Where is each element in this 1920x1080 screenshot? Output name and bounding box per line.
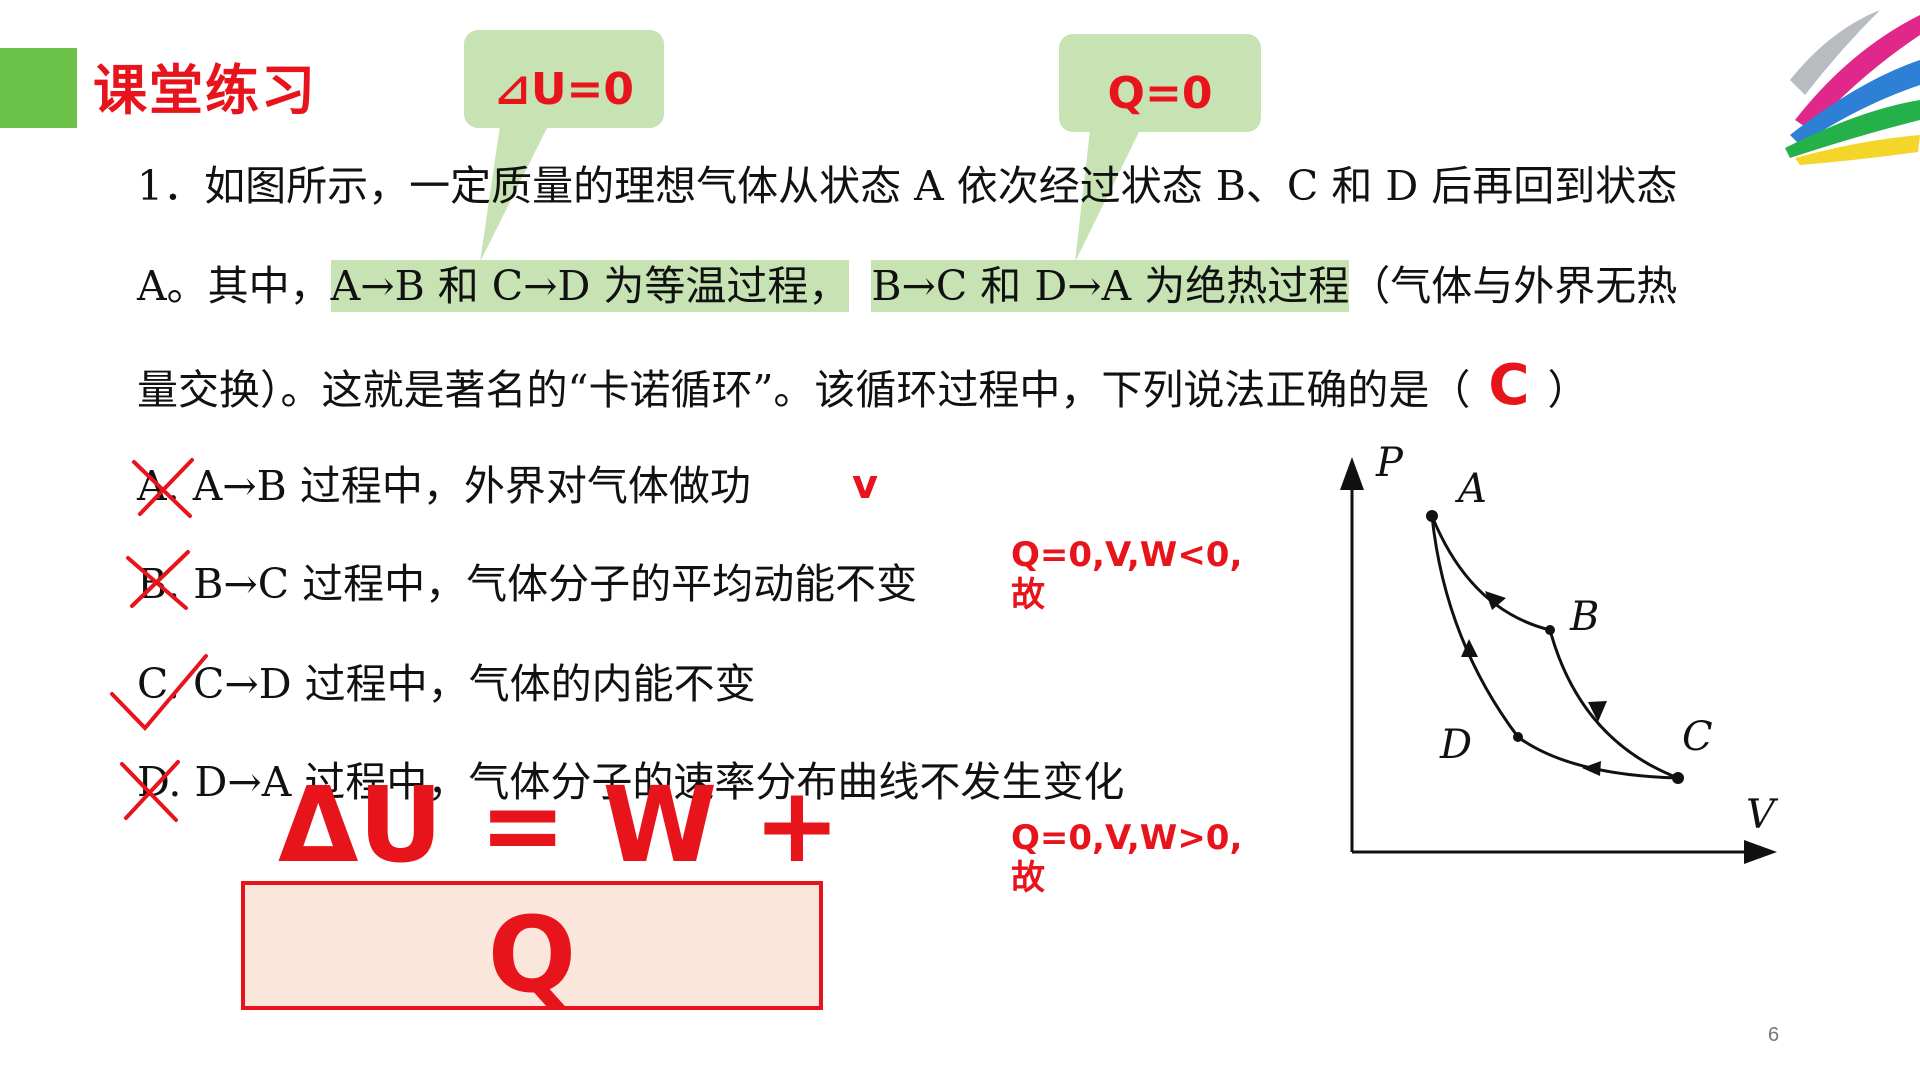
page-number: 6 [1768,1024,1780,1046]
label-c: C [1682,714,1713,760]
v-mark: v [852,462,879,508]
callout-right-tail [1075,130,1140,262]
note-bc-line-1: Q=0,V,W<0, [1011,535,1243,575]
point-b [1545,625,1555,635]
question-text-2-suffix: （气体与外界无热 [1349,262,1678,310]
arrow-bc [1588,701,1607,722]
p-axis-label: P [1375,440,1404,486]
pv-diagram: P V A B C D [1340,440,1779,864]
callout-left-tail [480,126,548,262]
question-text-3: 量交换）。这就是著名的“卡诺循环”。该循环过程中，下列说法正确的是（ [137,366,1471,414]
arrow-ab [1485,591,1506,610]
question-text-2-prefix: A。其中， [137,262,331,310]
cross-mark-d [120,760,180,822]
arrow-cd [1582,761,1601,776]
option-b: B. B→C 过程中，气体分子的平均动能不变 [137,554,917,614]
v-axis-label: V [1746,792,1779,838]
note-da-line-2: 故 [1011,858,1045,898]
option-d-text: D→A 过程中，气体分子的速率分布曲线不发生变化 [194,758,1125,806]
highlight-adiabatic: B→C 和 D→A 为绝热过程 [871,260,1350,312]
option-a-text: A→B 过程中，外界对气体做功 [192,462,751,510]
point-a [1426,510,1438,522]
curve-bc [1548,629,1679,780]
label-d: D [1439,722,1472,768]
label-b: B [1569,594,1599,640]
note-da-line-1: Q=0,V,W>0, [1011,818,1243,858]
cross-mark-b [126,550,190,610]
arrow-da [1461,639,1478,657]
option-c-label: C. [137,660,180,708]
callout-q: Q=0 [1059,34,1261,132]
option-c: C. C→D 过程中，气体的内能不变 [137,654,756,714]
point-c [1672,772,1684,784]
question-line-2: A。其中，A→B 和 C→D 为等温过程， B→C 和 D→A 为绝热过程（气体与… [137,256,1677,316]
answer-letter: C [1488,353,1530,418]
formula-q-box: Q [241,881,823,1016]
note-bc: Q=0,V,W<0, 故 [1011,535,1242,615]
question-line-1: 1．如图所示，一定质量的理想气体从状态 A 依次经过状态 B、C 和 D 后再回… [137,156,1677,216]
callout-delta-u: ⊿U=0 [464,30,664,128]
question-text-1: 1．如图所示，一定质量的理想气体从状态 A 依次经过状态 B、C 和 D 后再回… [137,162,1678,210]
curve-cd [1517,735,1679,780]
point-d [1513,732,1523,742]
cross-mark-a [132,458,194,518]
curve-ab [1430,515,1551,632]
option-c-text: C→D 过程中，气体的内能不变 [193,660,756,708]
note-bc-line-2: 故 [1011,575,1045,615]
slide-title: 课堂练习 [93,59,317,122]
label-a: A [1454,466,1487,512]
curve-da [1430,515,1520,738]
note-da: Q=0,V,W>0, 故 [1011,818,1242,898]
first-law-formula: ΔU = W + [278,764,841,886]
decorative-logo [1785,10,1920,165]
question-line-3: 量交换）。这就是著名的“卡诺循环”。该循环过程中，下列说法正确的是（ C ） [137,356,1589,420]
highlight-isothermal: A→B 和 C→D 为等温过程， [330,260,850,312]
check-mark-c [110,654,208,731]
option-b-text: B→C 过程中，气体分子的平均动能不变 [193,560,918,608]
question-paren-close: ） [1547,366,1589,414]
title-accent-bar [0,48,77,128]
